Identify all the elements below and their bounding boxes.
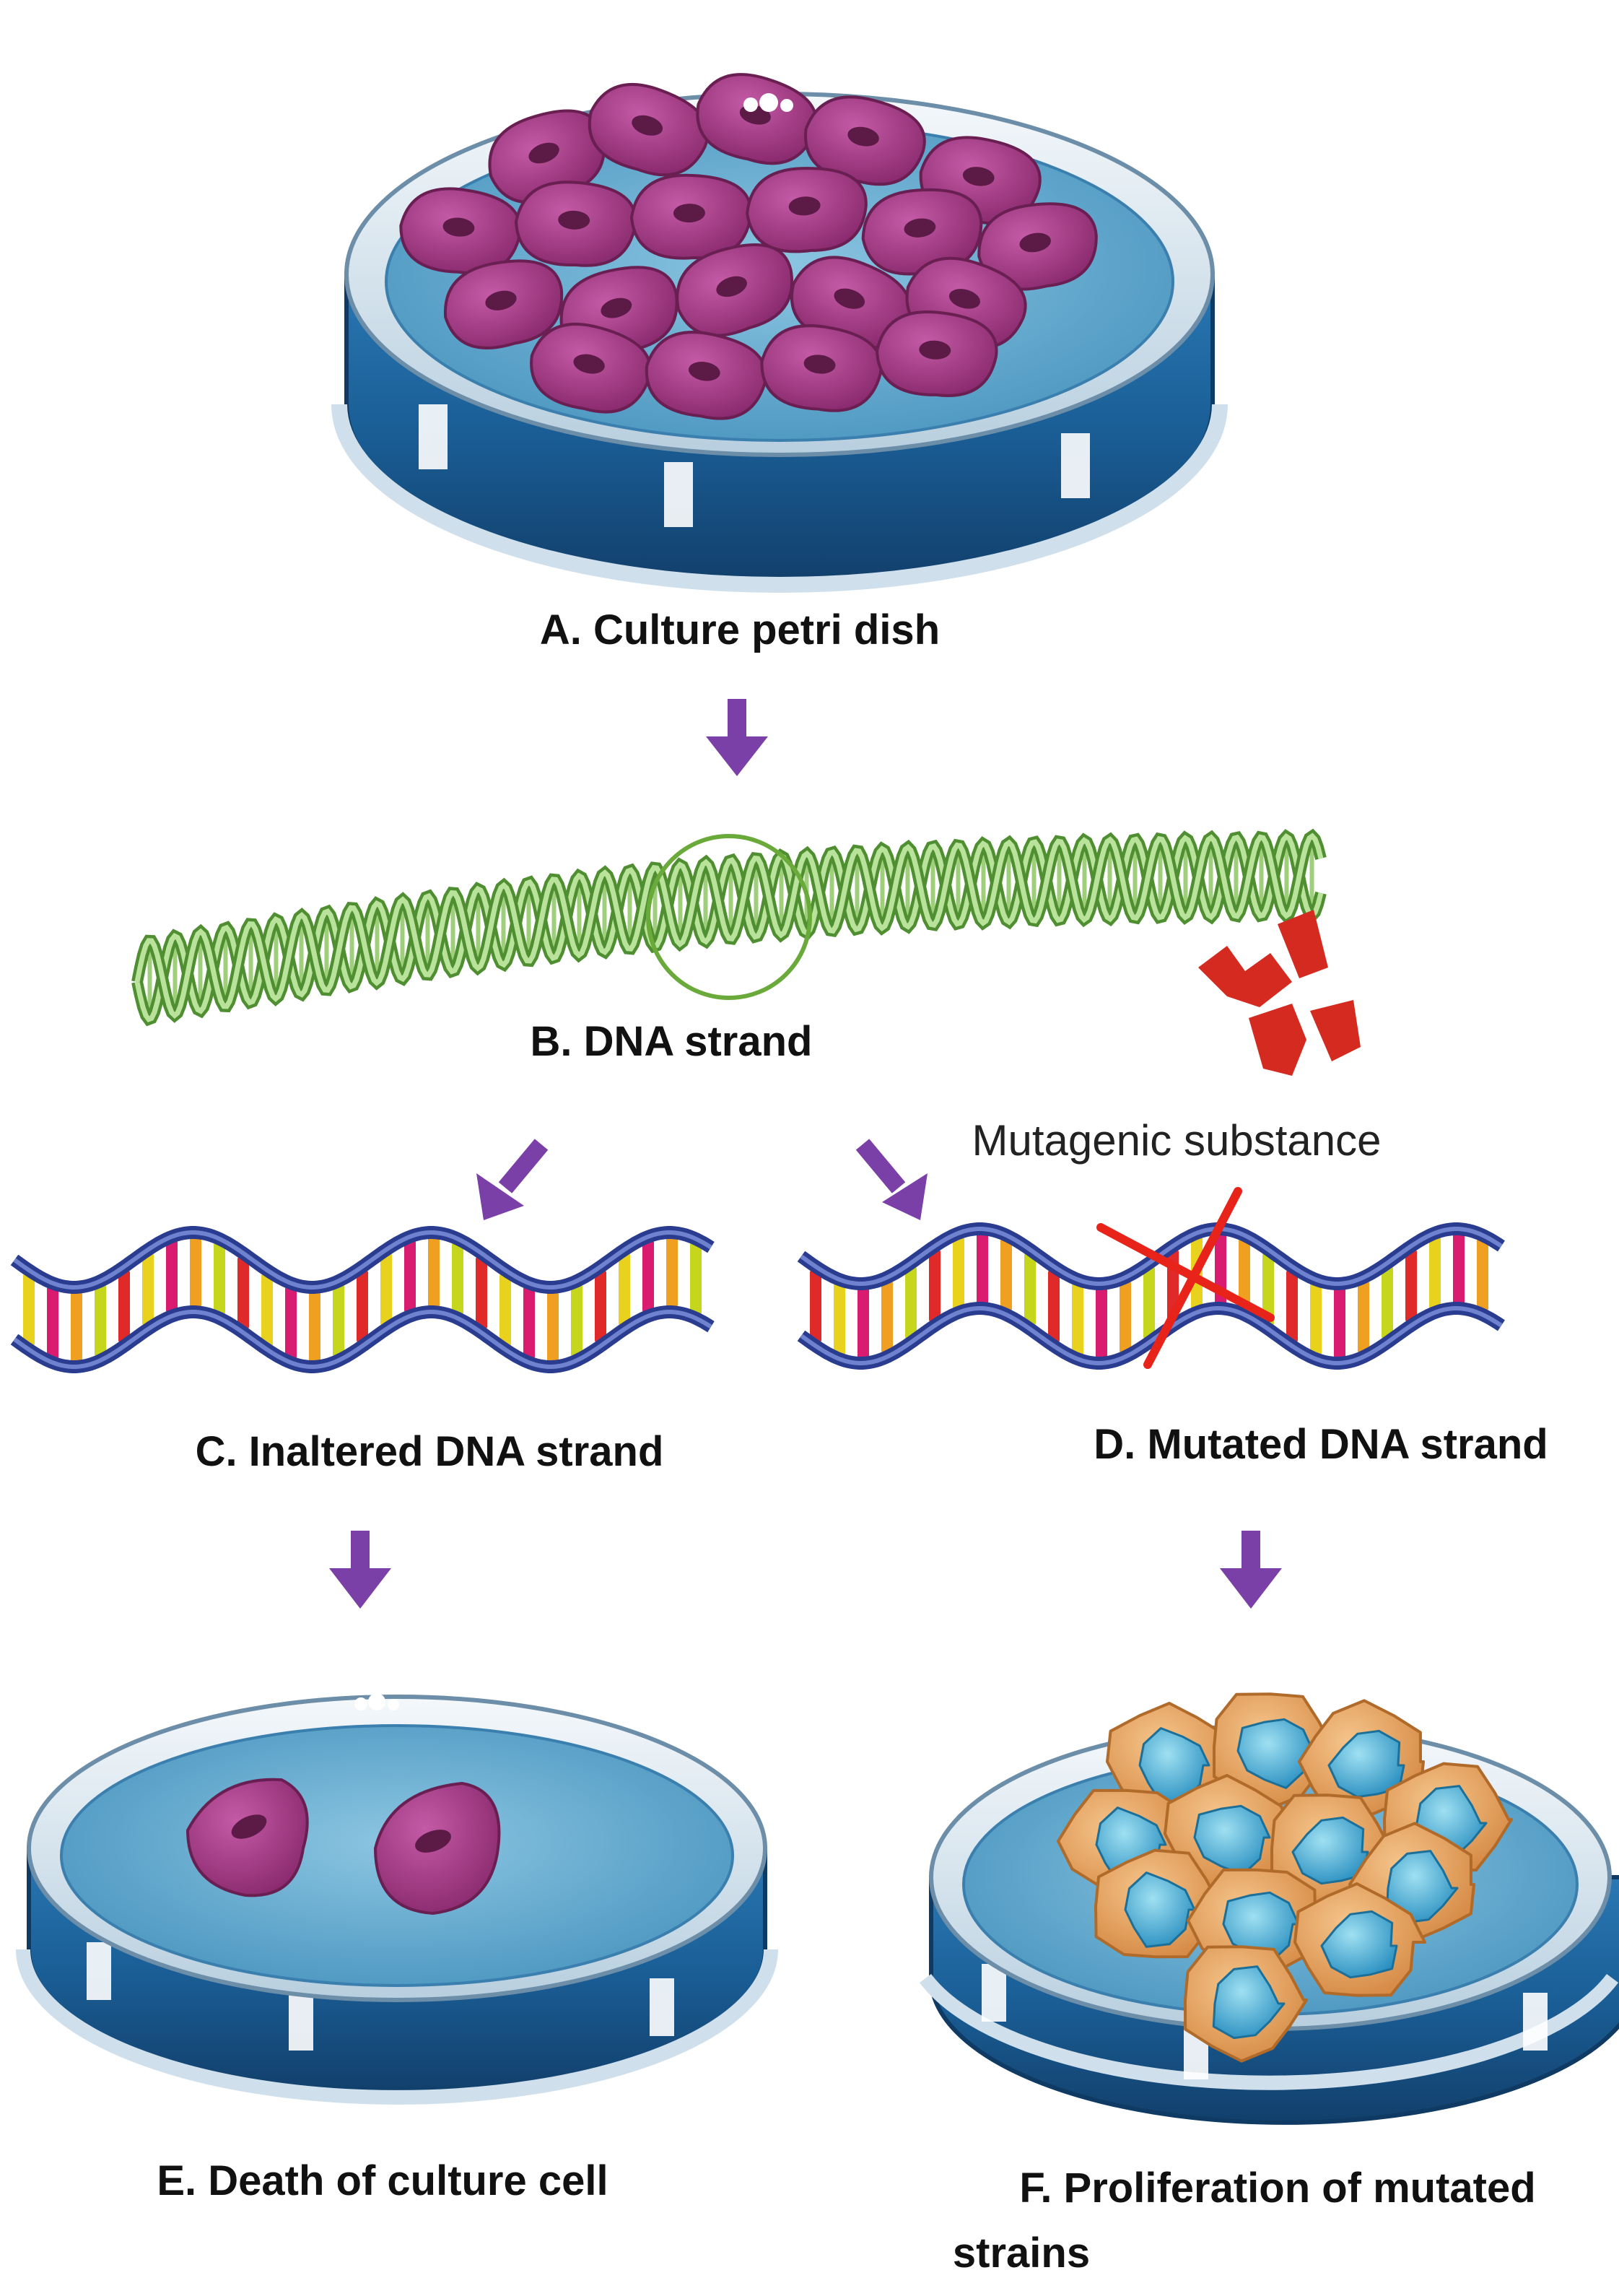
arrow-b-to-d — [855, 1139, 928, 1220]
arrow-b-to-c — [476, 1139, 549, 1220]
mutation-cross — [1096, 1187, 1275, 1369]
culture-cell — [876, 310, 998, 397]
culture-cell — [515, 181, 637, 267]
arrow-c-to-e — [329, 1531, 391, 1609]
label-mutagenic-substance: Mutagenic substance — [972, 1116, 1381, 1165]
label-f-line2: strains — [953, 2230, 1090, 2277]
label-d: D. Mutated DNA strand — [1094, 1421, 1548, 1468]
label-f-line1: F. Proliferation of mutated — [1019, 2165, 1535, 2212]
surviving-cell — [373, 1781, 501, 1915]
culture-cell — [645, 331, 767, 420]
label-b: B. DNA strand — [531, 1018, 813, 1065]
culture-cell — [530, 322, 652, 414]
petri-dish-f — [920, 1692, 1619, 2125]
culture-cell — [629, 173, 753, 260]
culture-cell — [760, 324, 883, 412]
petri-dish-e — [16, 1693, 778, 2105]
mutated-cells — [1057, 1692, 1513, 2063]
culture-cell — [861, 188, 983, 276]
dna-ladder-c — [10, 1226, 715, 1373]
petri-dish-a — [331, 73, 1228, 593]
mutagen-icon — [1198, 910, 1361, 1076]
mutated-cell — [1293, 1882, 1426, 1997]
highlight-circle — [646, 834, 812, 1000]
label-c: C. Inaltered DNA strand — [196, 1428, 664, 1475]
arrow-a-to-b — [706, 699, 768, 776]
culture-cell — [746, 167, 868, 253]
mutated-cell — [1213, 1692, 1337, 1810]
mutated-cell — [1094, 1848, 1224, 1959]
dna-helix-b — [131, 828, 1327, 1027]
culture-cell — [444, 259, 564, 349]
dna-ladder-d — [797, 1222, 1505, 1370]
culture-cell — [588, 82, 710, 177]
label-e: E. Death of culture cell — [157, 2157, 608, 2204]
culture-cells-a — [399, 73, 1098, 420]
label-a: A. Culture petri dish — [540, 606, 940, 653]
mutated-cell — [1184, 1945, 1308, 2063]
arrow-d-to-f — [1220, 1531, 1282, 1609]
surviving-cell — [186, 1778, 309, 1897]
